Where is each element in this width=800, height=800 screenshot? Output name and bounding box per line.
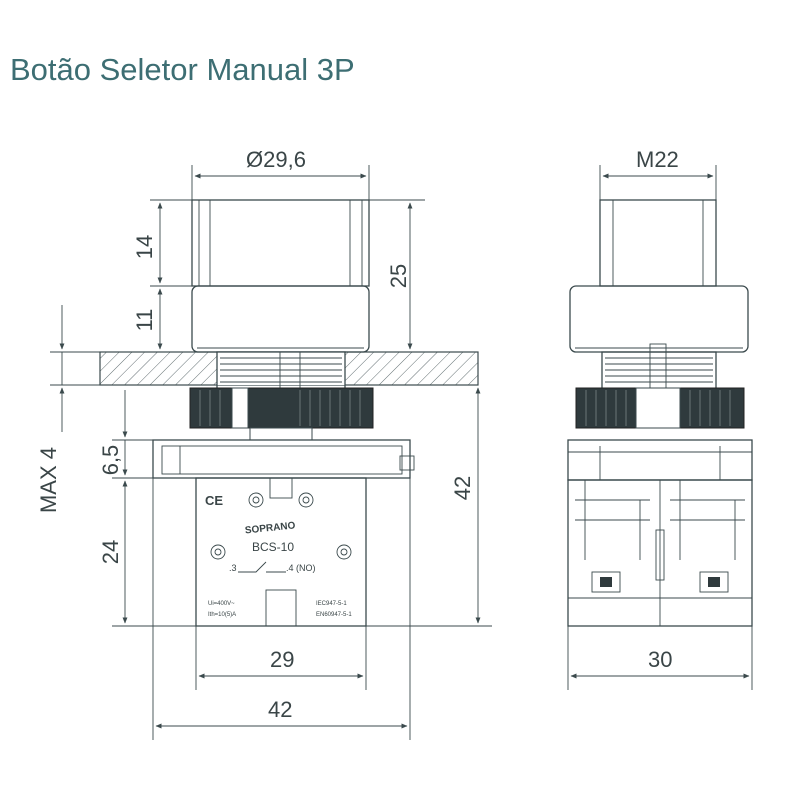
front-collar [191,285,370,353]
standard-label-2: EN60947-5-1 [316,612,352,618]
side-view [567,199,753,627]
dim-side-width: 30 [648,647,672,672]
dim-total-height: 42 [450,476,475,500]
rating-label-2: Ith=10(5)A [208,612,236,618]
dim-thread: M22 [636,147,679,172]
side-nut [575,387,745,429]
side-adaptor [567,439,753,481]
dim-total-width: 42 [268,697,292,722]
front-knob [191,199,370,287]
front-panel [99,351,479,386]
side-contact-block [567,479,753,627]
side-thread [601,343,717,391]
dim-diameter: Ø29,6 [246,147,306,172]
front-view: CE SOPRANO BCS-10 .3 .4 (NO) Ui=400V~ It… [99,199,479,627]
dim-max-panel: MAX 4 [36,447,61,513]
front-contact-block: CE SOPRANO BCS-10 .3 .4 (NO) Ui=400V~ It… [195,477,367,627]
ce-mark: CE [205,493,223,508]
terminal-left-label: .3 [229,563,237,573]
model-label: BCS-10 [252,540,294,554]
page-title: Botão Seletor Manual 3P [10,52,355,87]
front-nut [189,387,374,441]
dim-contact-width: 29 [270,647,294,672]
side-collar [569,285,749,353]
rating-label-1: Ui=400V~ [208,601,235,607]
terminal-right-label: .4 (NO) [286,563,316,573]
side-knob [599,199,717,287]
dim-total-top: 25 [386,264,411,288]
brand-label: SOPRANO [244,520,296,536]
dim-block-gap: 6,5 [98,445,123,476]
dimension-lines: Ø29,6 14 11 25 MAX 4 6,5 24 42 [36,147,753,740]
dim-knob-height: 14 [132,235,157,259]
front-adaptor [152,439,415,479]
dim-collar-height: 11 [132,309,157,332]
standard-label-1: IEC947-5-1 [316,601,347,607]
dim-contact-height: 24 [98,540,123,564]
